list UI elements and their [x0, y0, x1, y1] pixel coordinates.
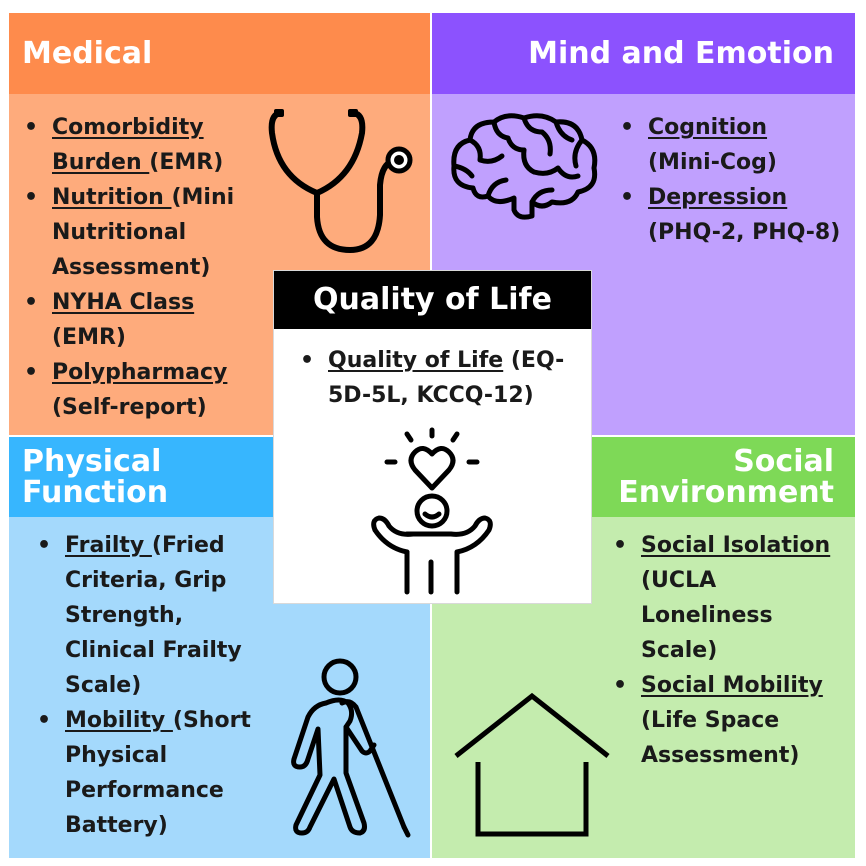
stethoscope-icon [268, 109, 413, 253]
item-detail: (Mini-Cog) [648, 150, 777, 175]
list-item: Comorbidity Burden (EMR) [24, 110, 249, 180]
item-link[interactable]: Comorbidity Burden [52, 115, 204, 175]
item-detail: (Fried Criteria, Grip Strength, Clinical… [65, 533, 242, 698]
list-item: Mobility (Short Physical Performance Bat… [37, 703, 262, 843]
list-item: Polypharmacy (Self-report) [24, 355, 249, 425]
brain-icon [451, 113, 598, 220]
list-item: Social Mobility (Life Space Assessment) [613, 668, 843, 773]
physical-title-line1: Physical [22, 444, 162, 479]
item-link[interactable]: Social Isolation [641, 533, 831, 558]
item-link[interactable]: Cognition [648, 115, 768, 140]
item-link[interactable]: Social Mobility [641, 673, 823, 698]
item-link[interactable]: Mobility [65, 708, 173, 733]
mind-title: Mind and Emotion [528, 36, 834, 71]
item-link[interactable]: Depression [648, 185, 788, 210]
list-item: Frailty (Fried Criteria, Grip Strength, … [37, 528, 262, 703]
item-detail: (EMR) [149, 150, 224, 175]
social-list: Social Isolation (UCLA Loneliness Scale)… [613, 528, 843, 773]
item-detail: (EMR) [52, 325, 126, 350]
list-item: Cognition (Mini-Cog) [620, 110, 845, 180]
item-link[interactable]: Quality of Life [328, 348, 504, 373]
list-item: Quality of Life (EQ-5D-5L, KCCQ-12) [300, 343, 570, 413]
item-detail: (Life Space Assessment) [641, 708, 800, 768]
social-title: Social Environment [432, 446, 834, 508]
physical-title-line2: Function [22, 475, 169, 510]
item-detail: (PHQ-2, PHQ-8) [648, 220, 841, 245]
mind-header [432, 13, 855, 94]
item-link[interactable]: Frailty [65, 533, 152, 558]
physical-list: Frailty (Fried Criteria, Grip Strength, … [37, 528, 262, 843]
list-item: Depression (PHQ-2, PHQ-8) [620, 180, 845, 250]
item-detail: (Short Physical Performance Battery) [65, 708, 251, 838]
item-detail: (Mini Nutritional Assessment) [52, 185, 235, 280]
item-detail: (EQ-5D-5L, KCCQ-12) [328, 348, 565, 408]
item-link[interactable]: Nutrition [52, 185, 172, 210]
medical-title: Medical [22, 36, 153, 71]
person-with-cane-icon [291, 658, 411, 838]
physical-title: Physical Function [22, 446, 168, 508]
list-item: NYHA Class (EMR) [24, 285, 249, 355]
house-icon [454, 692, 610, 837]
happy-person-heart-icon [371, 427, 493, 595]
medical-header [9, 13, 430, 94]
quality-of-life-box: Quality of Life Quality of Life (EQ-5D-5… [273, 270, 592, 604]
quality-of-life-title: Quality of Life [274, 271, 591, 329]
list-item: Social Isolation (UCLA Loneliness Scale) [613, 528, 843, 668]
social-title-line2: Environment [618, 475, 834, 510]
list-item: Nutrition (Mini Nutritional Assessment) [24, 180, 249, 285]
social-title-line1: Social [733, 444, 834, 479]
item-detail: (Self-report) [52, 395, 207, 420]
item-detail: (UCLA Loneliness Scale) [641, 568, 773, 663]
quality-of-life-list: Quality of Life (EQ-5D-5L, KCCQ-12) [300, 343, 570, 413]
mind-list: Cognition (Mini-Cog) Depression (PHQ-2, … [620, 110, 845, 250]
item-link[interactable]: Polypharmacy [52, 360, 228, 385]
medical-list: Comorbidity Burden (EMR) Nutrition (Mini… [24, 110, 249, 425]
item-link[interactable]: NYHA Class [52, 290, 195, 315]
